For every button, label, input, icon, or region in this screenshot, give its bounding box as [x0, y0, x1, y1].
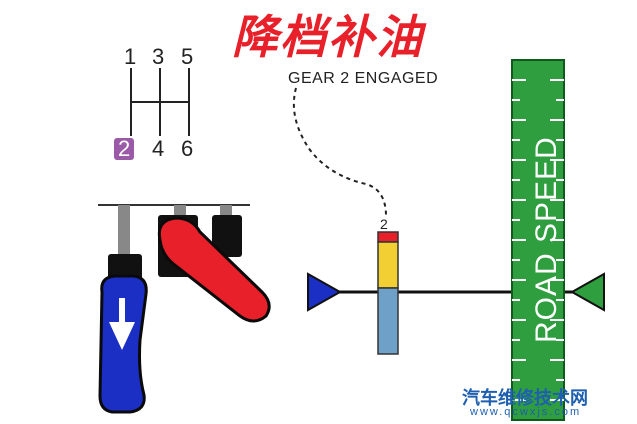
- watermark-url: www.qcwxjs.com: [470, 406, 582, 418]
- shift-gear-3: 3: [152, 44, 165, 69]
- clutch-stem: [118, 205, 130, 257]
- shift-gear-5: 5: [181, 44, 194, 69]
- shift-gear-1: 1: [124, 44, 137, 69]
- shift-gear-4: 4: [152, 136, 165, 161]
- callout-label: GEAR 2 ENGAGED: [288, 70, 439, 87]
- gear-bar-label: 2: [380, 216, 388, 232]
- throttle-pedal: [157, 216, 271, 323]
- page-title: 降档补油: [232, 10, 424, 64]
- callout-line: [292, 87, 387, 217]
- shift-gate: [130, 68, 190, 136]
- shift-gear-6: 6: [181, 136, 194, 161]
- gear-bar: [377, 231, 399, 355]
- clutch-down-arrow-icon: [109, 298, 135, 350]
- road-speed-label: ROAD SPEED: [530, 136, 563, 344]
- throttle-pedal-block: [212, 215, 242, 257]
- watermark-text: 汽车维修技术网: [462, 388, 588, 409]
- shift-gear-2-selected: 2: [114, 138, 135, 160]
- left-marker-triangle-icon: [307, 272, 343, 312]
- road-speed-ticks: [512, 79, 564, 401]
- right-marker-triangle-icon: [569, 272, 605, 312]
